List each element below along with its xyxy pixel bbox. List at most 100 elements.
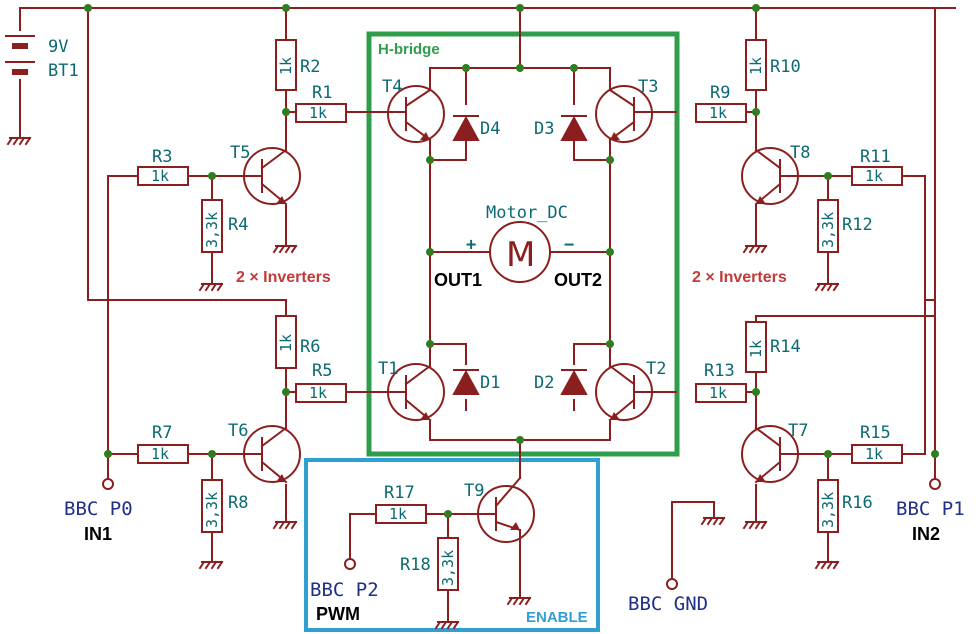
battery-bt1: 9V BT1 — [5, 35, 79, 146]
d2-ref: D2 — [534, 373, 554, 393]
junction-dots — [84, 4, 939, 518]
r6-value: 1k — [277, 334, 295, 352]
r15-ref: R15 — [860, 423, 891, 443]
out1-label: OUT1 — [434, 270, 482, 290]
r5-ref: R5 — [312, 361, 332, 381]
motor-symbol: M — [506, 235, 535, 275]
diode-d1 — [452, 369, 480, 395]
r1-ref: R1 — [312, 83, 332, 103]
resistor-r9 — [695, 103, 747, 123]
r10-value: 1k — [747, 57, 765, 75]
left-inverter-label: 2 × Inverters — [236, 269, 331, 286]
enable-label: ENABLE — [526, 609, 588, 626]
d1-ref: D1 — [480, 373, 500, 393]
pin-p0-name: BBC P0 — [64, 498, 133, 520]
transistor-t7 — [741, 425, 799, 484]
r11-value: 1k — [865, 167, 883, 185]
resistor-r15 — [851, 444, 903, 464]
t3-ref: T3 — [638, 77, 658, 97]
r9-value: 1k — [709, 104, 727, 122]
r13-ref: R13 — [704, 361, 735, 381]
right-inverter-label: 2 × Inverters — [692, 269, 787, 286]
t7-ref: T7 — [788, 421, 808, 441]
motor-minus: − — [564, 235, 574, 255]
r7-ref: R7 — [152, 423, 172, 443]
out2-label: OUT2 — [554, 270, 602, 290]
t8-ref: T8 — [790, 143, 810, 163]
r16-ref: R16 — [842, 493, 873, 513]
transistor-t2 — [595, 363, 657, 422]
r18-value: 3,3k — [439, 550, 457, 586]
resistor-r14 — [745, 321, 767, 373]
resistor-r12 — [817, 199, 839, 253]
transistor-t6 — [243, 425, 301, 484]
r4-value: 3,3k — [203, 212, 221, 248]
r11-ref: R11 — [860, 147, 891, 167]
transistor-t5 — [243, 147, 301, 206]
r4-ref: R4 — [228, 215, 248, 235]
t6-ref: T6 — [228, 421, 248, 441]
r9-ref: R9 — [710, 83, 730, 103]
r10-ref: R10 — [770, 57, 801, 77]
resistor-r18 — [437, 537, 459, 591]
t1-ref: T1 — [378, 359, 398, 379]
r13-value: 1k — [709, 384, 727, 402]
r14-ref: R14 — [770, 337, 801, 357]
pin-p0-role: IN1 — [84, 524, 112, 544]
r6-ref: R6 — [300, 337, 320, 357]
pin-gnd-circle — [666, 578, 678, 590]
r7-value: 1k — [151, 445, 169, 463]
battery-voltage: 9V — [48, 37, 68, 57]
transistor-t8 — [741, 147, 799, 206]
r3-value: 1k — [151, 167, 169, 185]
motor-plus: + — [466, 235, 476, 255]
pin-p2-name: BBC P2 — [310, 579, 379, 601]
r18-ref: R18 — [400, 555, 431, 575]
pin-p2-circle — [344, 558, 356, 570]
r8-value: 3,3k — [203, 492, 221, 528]
transistor-t3 — [595, 85, 657, 143]
transistor-t1 — [387, 363, 445, 422]
transistor-t9 — [477, 476, 535, 543]
resistor-r11 — [851, 166, 903, 186]
pin-p2-role: PWM — [316, 604, 360, 624]
diode-d2 — [560, 369, 588, 395]
t4-ref: T4 — [382, 77, 402, 97]
motor-ref: Motor_DC — [486, 203, 568, 223]
hbridge-box — [366, 31, 680, 457]
resistor-r3 — [137, 166, 189, 186]
r17-ref: R17 — [384, 483, 415, 503]
r17-value: 1k — [389, 505, 407, 523]
transistor-t4 — [387, 85, 445, 143]
t5-ref: T5 — [230, 143, 250, 163]
t2-ref: T2 — [646, 359, 666, 379]
r5-value: 1k — [309, 384, 327, 402]
pin-p1-role: IN2 — [912, 524, 940, 544]
diode-d3 — [560, 115, 588, 141]
resistor-r17 — [375, 504, 427, 524]
t9-ref: T9 — [464, 481, 484, 501]
resistor-r10 — [745, 39, 767, 91]
diode-d4 — [452, 115, 480, 141]
d4-ref: D4 — [480, 119, 500, 139]
r3-ref: R3 — [152, 147, 172, 167]
pin-p1-circle — [929, 478, 941, 490]
resistor-r7 — [137, 444, 189, 464]
r2-value: 1k — [277, 57, 295, 75]
r14-value: 1k — [747, 340, 765, 358]
r16-value: 3,3k — [819, 492, 837, 528]
d3-ref: D3 — [534, 119, 554, 139]
motor-dc: M — [489, 221, 551, 283]
resistor-r4 — [201, 199, 223, 253]
pin-p1-name: BBC P1 — [896, 498, 965, 520]
resistor-r1 — [295, 103, 347, 123]
pin-gnd-name: BBC GND — [628, 593, 708, 615]
resistor-r5 — [295, 383, 347, 403]
r2-ref: R2 — [300, 57, 320, 77]
resistor-r6 — [275, 315, 297, 369]
resistor-r2 — [275, 39, 297, 91]
resistor-r8 — [201, 479, 223, 533]
r8-ref: R8 — [228, 493, 248, 513]
r15-value: 1k — [865, 445, 883, 463]
